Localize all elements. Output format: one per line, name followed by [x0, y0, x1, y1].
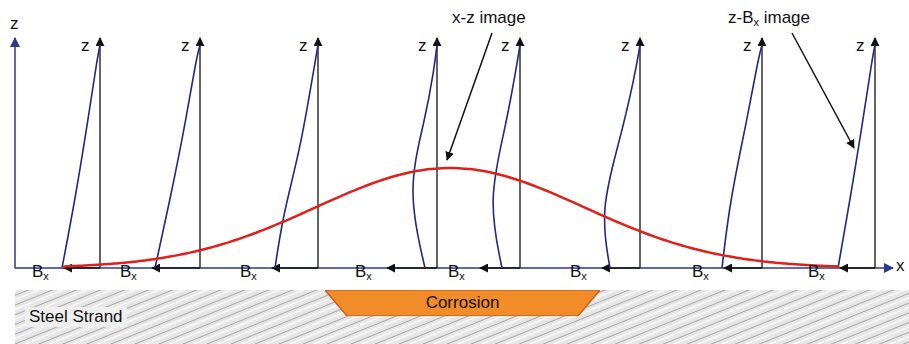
z-bx-curve	[722, 45, 762, 268]
frame-z-axis	[436, 38, 437, 268]
leader-arrow	[792, 33, 854, 148]
frame-axis-label: Bx	[120, 262, 137, 282]
steel-strand-band	[15, 290, 909, 344]
frame-bx-axis	[724, 267, 762, 268]
frame-axis-label: z	[621, 36, 630, 56]
leader-arrow	[447, 33, 492, 160]
frame-bx-axis	[152, 267, 200, 268]
frame-z-axis	[199, 38, 200, 268]
frame-z-axis	[99, 38, 100, 268]
frame-axis-label: Bx	[570, 262, 587, 282]
z-bx-curve	[62, 45, 100, 268]
z-bx-curve	[413, 45, 437, 268]
frame-bx-axis	[64, 267, 100, 268]
frame-axis-label: Bx	[692, 262, 709, 282]
frame-bx-axis	[387, 267, 437, 268]
corrosion-region: Corrosion	[325, 290, 600, 316]
frame-bx-axis	[272, 267, 318, 268]
z-axis	[14, 38, 16, 268]
steel-strand-band: Steel Strand Corrosion	[15, 290, 909, 344]
z-bx-curve	[838, 45, 875, 268]
corrosion-label: Corrosion	[426, 293, 500, 313]
frame-axis-label: Bx	[355, 262, 372, 282]
frame-axis-label: z	[501, 36, 510, 56]
frame-z-axis	[317, 38, 318, 268]
frame-z-axis	[639, 38, 640, 268]
frame-axis-label: Bx	[240, 262, 257, 282]
axis-label: z	[10, 14, 19, 34]
frame-axis-label: z	[743, 36, 752, 56]
axis-label: x	[896, 256, 905, 276]
frame-axis-label: Bx	[448, 262, 465, 282]
image-caption: z-Bx image	[728, 8, 810, 28]
frame-axis-label: z	[81, 36, 90, 56]
strand-label: Steel Strand	[25, 307, 127, 327]
frame-axis-label: z	[418, 36, 427, 56]
frame-z-axis	[761, 38, 762, 268]
frame-axis-label: z	[299, 36, 308, 56]
z-bx-curve	[493, 45, 520, 268]
x-z-curve	[62, 168, 838, 268]
z-bx-curve	[275, 45, 318, 268]
frame-axis-label: z	[856, 36, 865, 56]
frame-axis-label: Bx	[808, 262, 825, 282]
frame-axis-label: z	[181, 36, 190, 56]
frame-axis-label: Bx	[32, 262, 49, 282]
z-bx-curve	[605, 45, 640, 268]
frame-bx-axis	[602, 267, 640, 268]
frame-z-axis	[874, 38, 875, 268]
frame-bx-axis	[480, 267, 520, 268]
z-bx-curve	[155, 45, 200, 268]
frame-z-axis	[519, 38, 520, 268]
frame-bx-axis	[840, 267, 875, 268]
frame-group	[62, 38, 875, 268]
image-caption: x-z image	[452, 8, 526, 28]
